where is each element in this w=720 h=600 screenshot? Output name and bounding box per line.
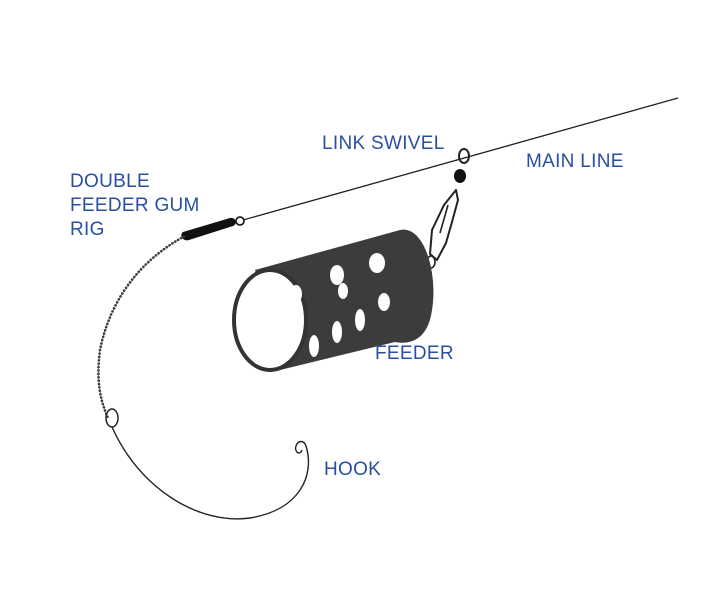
label-link-swivel: LINK SWIVEL bbox=[322, 133, 445, 154]
label-main-line: MAIN LINE bbox=[526, 151, 624, 172]
label-double-feeder-gum-rig: DOUBLE FEEDER GUM RIG bbox=[70, 170, 200, 242]
label-rig-line-2: FEEDER GUM bbox=[70, 195, 200, 216]
link-swivel bbox=[426, 148, 470, 269]
hook-link-braid bbox=[97, 234, 186, 419]
label-feeder: FEEDER bbox=[375, 343, 454, 364]
feeder bbox=[232, 229, 434, 372]
label-rig-line-3: RIG bbox=[70, 219, 105, 240]
label-hook: HOOK bbox=[324, 459, 382, 480]
label-rig-line-1: DOUBLE bbox=[70, 171, 150, 192]
feeder-gum-connector bbox=[181, 216, 245, 241]
hook bbox=[111, 426, 310, 520]
